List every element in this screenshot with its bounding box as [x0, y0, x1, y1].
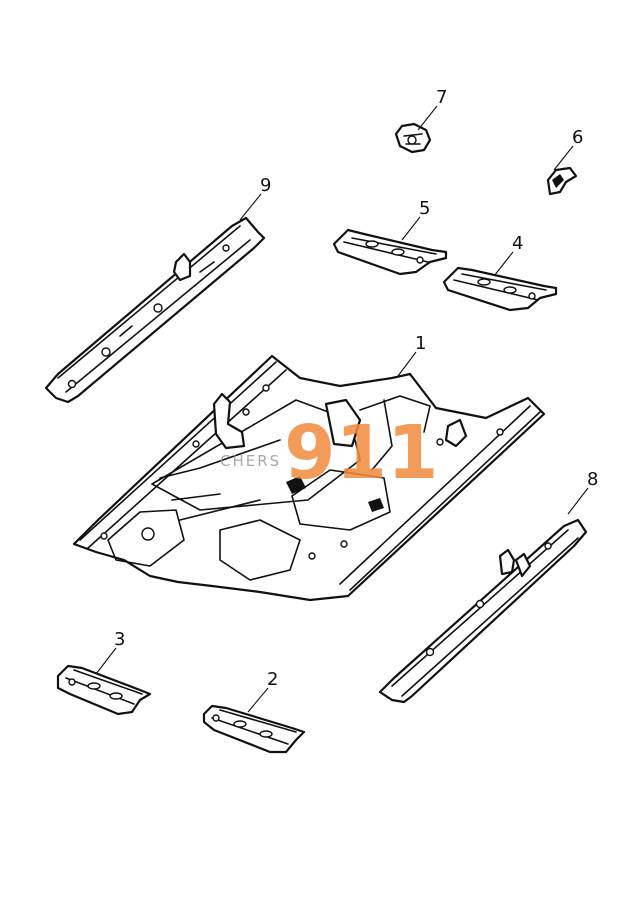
part-7-mount-bracket[interactable] [394, 122, 432, 154]
leader-3 [95, 647, 117, 675]
part-5-cross-bracket[interactable] [332, 228, 448, 276]
callout-1: 1 [415, 333, 426, 354]
callout-3: 3 [114, 629, 125, 650]
watermark-logo: 911 CHERS [220, 410, 438, 496]
part-2-lower-bracket[interactable] [202, 704, 306, 754]
callout-5: 5 [419, 198, 430, 219]
leader-7 [417, 105, 438, 131]
callout-2: 2 [267, 669, 278, 690]
callout-9: 9 [260, 175, 271, 196]
callout-8: 8 [587, 469, 598, 490]
leader-8 [567, 487, 589, 515]
watermark-sub-text: CHERS [220, 452, 281, 470]
leader-4 [493, 251, 514, 277]
leader-6 [553, 145, 574, 171]
part-3-lower-bracket[interactable] [56, 664, 152, 716]
part-8-right-sill[interactable] [378, 518, 588, 704]
part-6-gusset-bracket[interactable] [546, 166, 578, 196]
callout-7: 7 [436, 87, 447, 108]
callout-numbers: 1 2 3 4 5 6 7 8 9 [114, 87, 598, 690]
callout-6: 6 [572, 127, 583, 148]
part-4-cross-bracket[interactable] [442, 266, 558, 312]
part-1-floor-pan[interactable] [72, 354, 546, 602]
leader-1 [397, 351, 417, 377]
leader-lines [95, 105, 589, 713]
leader-2 [247, 687, 269, 713]
watermark-logo-text: 911 [284, 410, 438, 496]
leader-9 [239, 193, 262, 221]
leader-5 [401, 216, 421, 241]
callout-4: 4 [512, 233, 523, 254]
part-9-left-sill[interactable] [44, 216, 266, 404]
